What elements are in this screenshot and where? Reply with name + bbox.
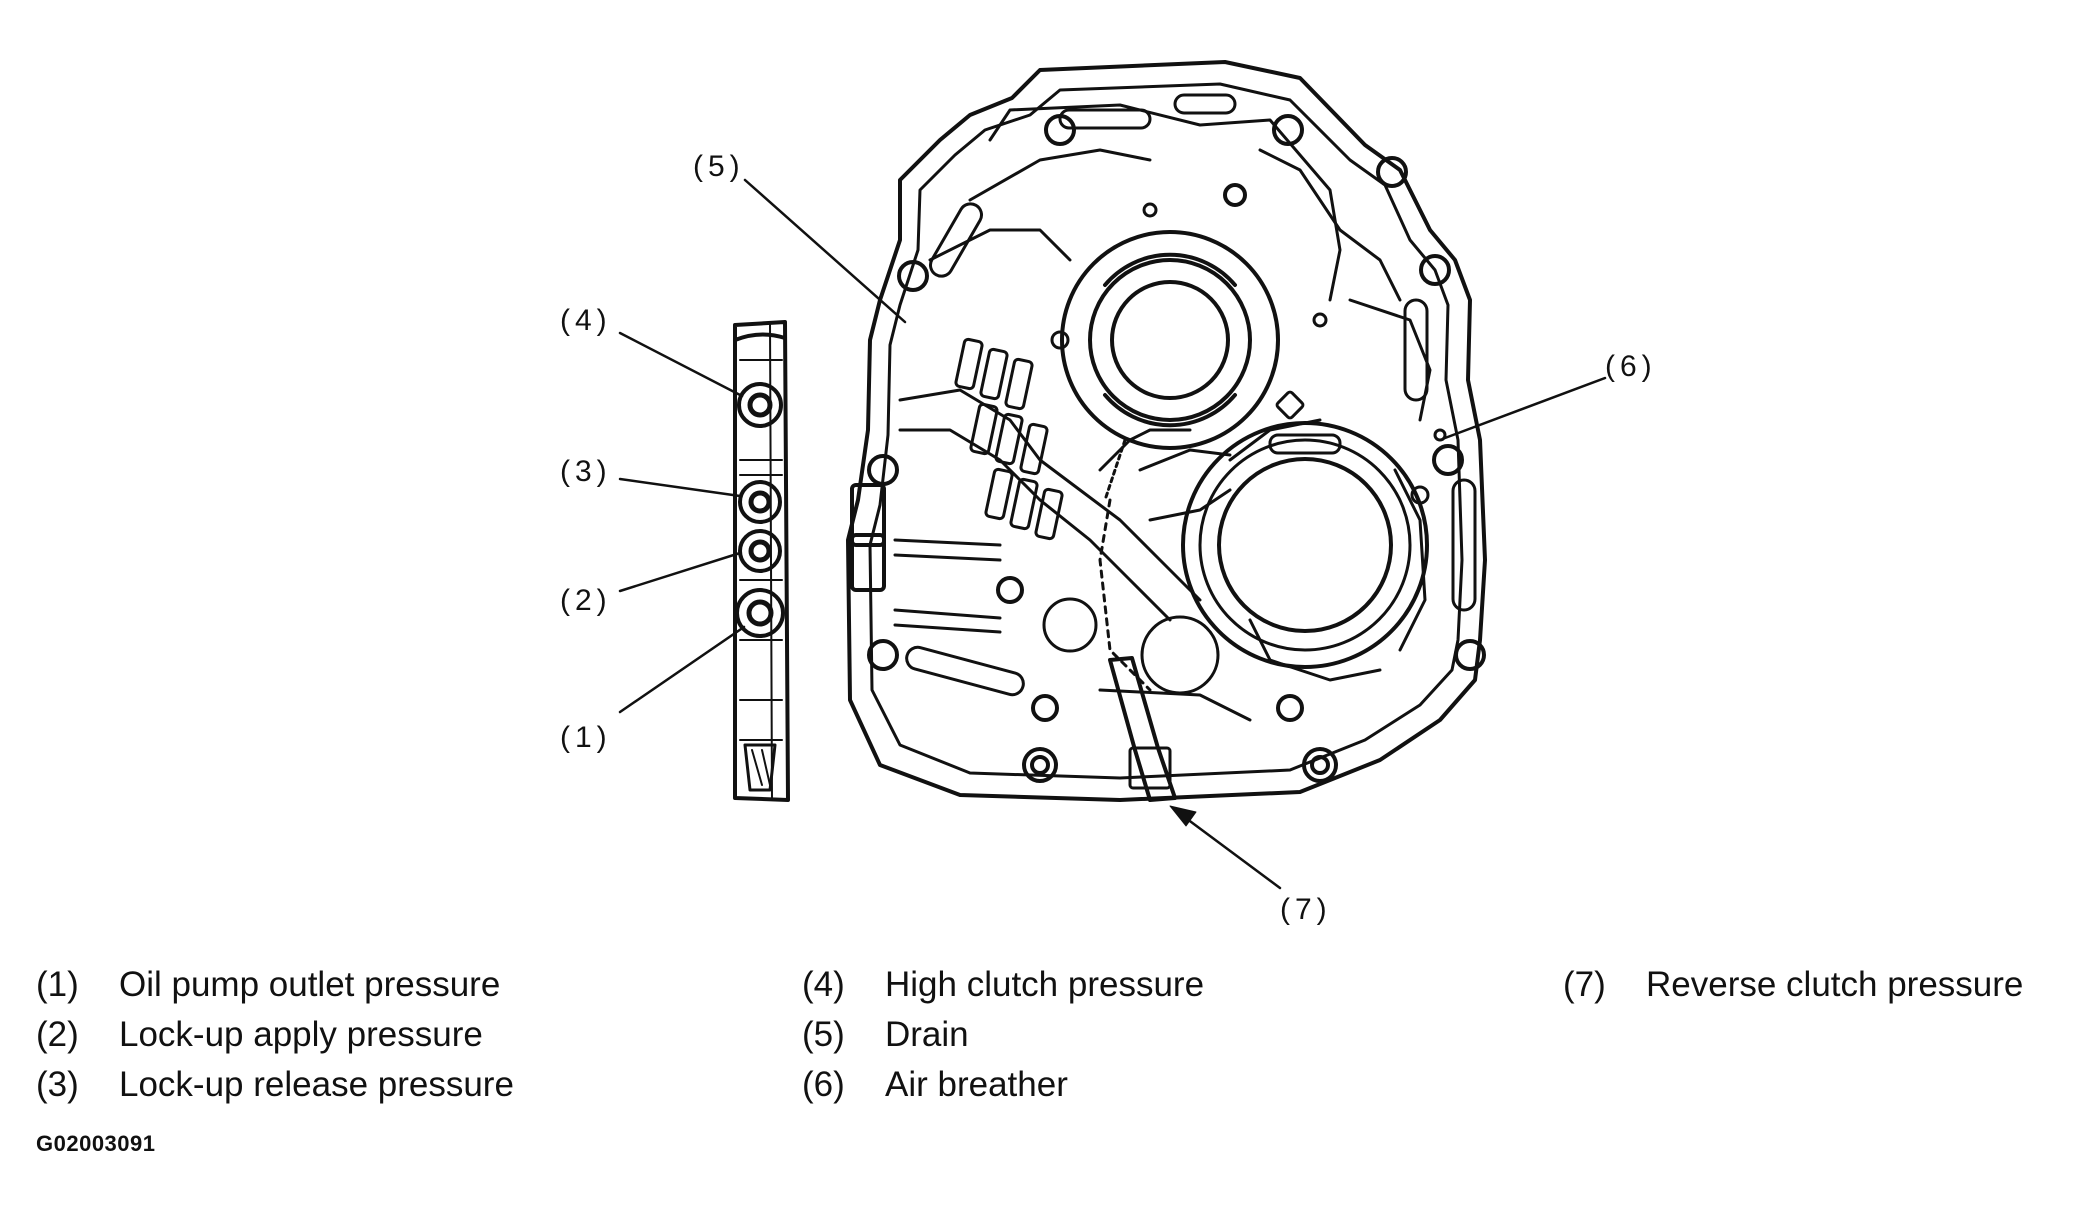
leader-line-6 bbox=[1443, 376, 1607, 440]
legend-text: Drain bbox=[885, 1015, 969, 1054]
legend-text: Lock-up apply pressure bbox=[119, 1015, 483, 1054]
transmission-case-body bbox=[846, 60, 1487, 802]
leader-arrowhead-7 bbox=[1169, 805, 1197, 827]
leader-line-7 bbox=[1173, 808, 1282, 890]
legend-number: (3) bbox=[36, 1065, 79, 1104]
callout-label-1: (1) bbox=[560, 721, 612, 754]
legend-number: (5) bbox=[802, 1015, 845, 1054]
legend-text: Reverse clutch pressure bbox=[1646, 965, 2024, 1004]
callout-label-4: (4) bbox=[560, 304, 612, 337]
leader-lines bbox=[618, 178, 1607, 890]
leader-line-1 bbox=[618, 625, 746, 714]
port-3-lockup-release bbox=[738, 480, 782, 524]
port-1-oil-pump-outlet bbox=[735, 588, 785, 638]
callout-label-2: (2) bbox=[560, 584, 612, 617]
legend-text: Air breather bbox=[885, 1065, 1068, 1104]
legend-number: (2) bbox=[36, 1015, 79, 1054]
legend-number: (4) bbox=[802, 965, 845, 1004]
legend: (1) Oil pump outlet pressure (2) Lock-up… bbox=[0, 960, 2080, 1160]
leader-line-5 bbox=[743, 178, 907, 324]
callout-label-7: (7) bbox=[1280, 893, 1332, 926]
leader-line-4 bbox=[618, 331, 744, 398]
legend-number: (7) bbox=[1563, 965, 1606, 1004]
legend-text: Oil pump outlet pressure bbox=[119, 965, 501, 1004]
figure-code: G02003091 bbox=[36, 1131, 156, 1156]
port-2-lockup-apply bbox=[738, 529, 782, 573]
legend-text: High clutch pressure bbox=[885, 965, 1205, 1004]
leader-line-2 bbox=[618, 551, 742, 593]
legend-text: Lock-up release pressure bbox=[119, 1065, 514, 1104]
callout-label-3: (3) bbox=[560, 455, 612, 488]
port-4-high-clutch bbox=[737, 382, 783, 428]
upper-bore bbox=[1060, 230, 1280, 450]
legend-number: (6) bbox=[802, 1065, 845, 1104]
callout-label-6: (6) bbox=[1605, 350, 1657, 383]
leader-line-3 bbox=[618, 477, 742, 498]
side-view-pressure-block bbox=[733, 320, 790, 802]
callout-label-5: (5) bbox=[693, 150, 745, 183]
legend-number: (1) bbox=[36, 965, 79, 1004]
